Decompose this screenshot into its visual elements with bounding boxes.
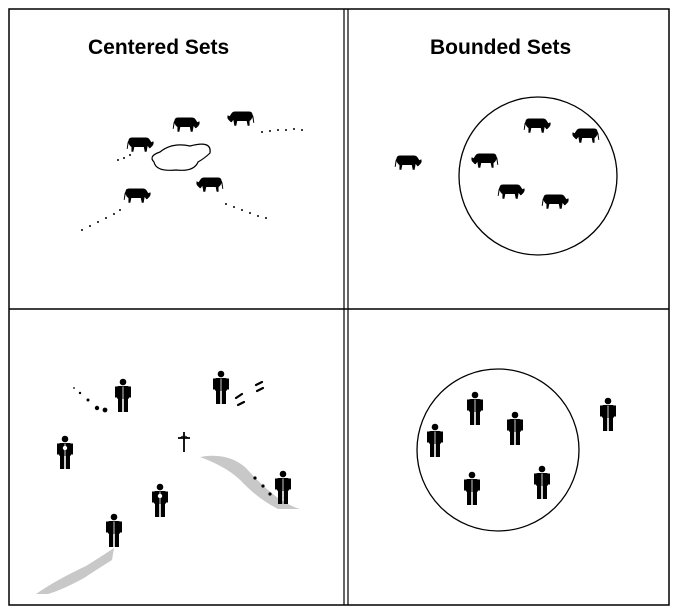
person-icon [600,398,616,431]
hoof-track [285,129,287,131]
hoof-track [89,225,91,227]
cow-icon [127,137,154,151]
person-icon [507,412,523,445]
footprint [257,388,263,391]
cow-icon [124,188,151,202]
hoof-track [277,129,279,131]
waterhole-icon [152,144,210,170]
cow-icon [498,184,525,198]
footprint [261,484,264,487]
person-icon [106,514,122,547]
path-icon [36,548,114,594]
person-icon [534,466,550,499]
hoof-track [269,130,271,132]
hoof-track [113,213,115,215]
hoof-track [117,159,119,161]
cow-icon [471,153,498,167]
hoof-track [123,157,125,159]
footprint [95,406,99,410]
title-centered-sets: Centered Sets [88,36,229,60]
footprint [253,476,256,479]
hoof-track [225,203,227,205]
footprint [87,399,90,402]
cow-icon [196,177,223,191]
title-bounded-sets: Bounded Sets [430,36,571,60]
person-icon [467,392,483,425]
hoof-track [301,129,303,131]
footprint [268,492,271,495]
cow-icon [572,128,599,142]
heart-mark [63,446,67,450]
footprint [73,387,75,389]
hoof-track [105,217,107,219]
hoof-track [257,215,259,217]
footprint [236,394,242,398]
footprint [79,392,81,394]
cow-icon [173,117,200,131]
person-icon [213,371,229,404]
hoof-track [81,229,83,231]
footprint [238,402,244,405]
cow-icon [227,111,254,125]
person-icon [464,472,480,505]
hoof-track [241,209,243,211]
person-icon [152,484,168,517]
heart-mark [158,494,162,498]
footprint [256,382,262,385]
cross-icon [178,432,190,452]
cow-icon [395,155,422,169]
hoof-track [293,128,295,130]
footprint [103,408,108,413]
frame-border [9,9,669,605]
hoof-track [265,217,267,219]
boundary-circle [417,369,579,531]
cow-icon [542,194,569,208]
hoof-track [97,221,99,223]
person-icon [427,424,443,457]
hoof-track [233,206,235,208]
cow-icon [524,118,551,132]
person-icon [57,436,73,469]
person-icon [115,379,131,412]
hoof-track [119,209,121,211]
hoof-track [129,154,131,156]
hoof-track [249,212,251,214]
hoof-track [261,131,263,133]
